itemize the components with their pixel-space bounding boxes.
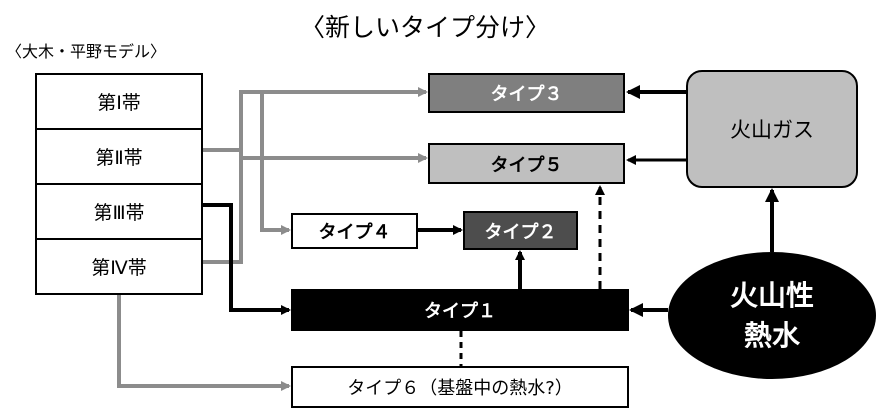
type-3-box: タイプ３ xyxy=(428,73,625,113)
zone-3: 第Ⅲ帯 xyxy=(35,183,203,240)
zone-2: 第Ⅱ帯 xyxy=(35,128,203,185)
volcanic-hydrothermal-ellipse: 火山性 熱水 xyxy=(668,252,876,379)
model-label: 〈大木・平野モデル〉 xyxy=(6,42,167,61)
arrow-to-type4 xyxy=(260,92,291,235)
type-4-box: タイプ４ xyxy=(291,213,418,249)
arrow-zone4-to-type3 xyxy=(203,87,428,264)
arrow-zone4-to-type6 xyxy=(117,295,291,391)
volcanic-gas-box: 火山ガス xyxy=(686,70,858,188)
diagram-title: 〈新しいタイプ分け〉 xyxy=(300,13,551,42)
arrow-zone2-to-type5 xyxy=(203,148,428,163)
arrow-zone3-to-type1 xyxy=(203,203,291,315)
type-2-box: タイプ２ xyxy=(463,211,578,250)
hydrothermal-label-line1: 火山性 xyxy=(729,278,814,312)
type-6-box: タイプ６（基盤中の熱水?） xyxy=(291,366,629,408)
hydrothermal-label-line2: 熱水 xyxy=(743,318,800,352)
type-1-box: タイプ１ xyxy=(291,289,629,331)
type-5-box: タイプ５ xyxy=(428,143,625,184)
zone-4: 第Ⅳ帯 xyxy=(35,238,203,295)
